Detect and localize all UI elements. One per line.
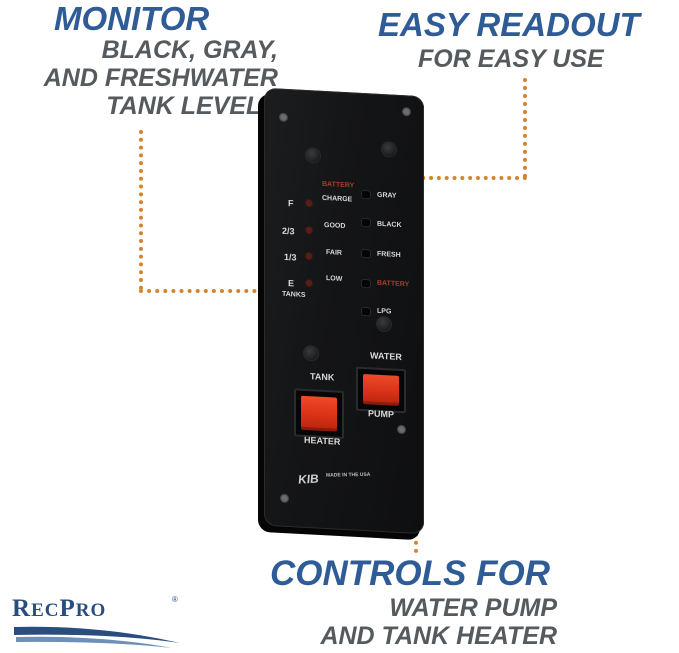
- tank-heater-top-label: TANK: [310, 371, 335, 383]
- mount-hole: [279, 112, 288, 123]
- mount-hole: [280, 493, 289, 504]
- recpro-letter: P: [59, 595, 76, 622]
- readout-line: FOR EASY USE: [418, 45, 604, 73]
- indicator-knob: [377, 316, 391, 332]
- recpro-wordmark: RECPRO: [12, 595, 106, 623]
- lpg-led: [362, 307, 370, 316]
- recpro-logo: RECPRO ®: [12, 595, 187, 650]
- controls-description: WATER PUMP AND TANK HEATER: [275, 594, 557, 650]
- water-pump-top-label: WATER: [370, 350, 402, 363]
- monitor-description: BLACK, GRAY, AND FRESHWATER TANK LEVELS: [6, 36, 278, 120]
- recpro-letter: R: [12, 595, 32, 622]
- lpg-label: LPG: [377, 307, 392, 316]
- battery-indicator-label: BATTERY: [377, 279, 410, 289]
- battery-header: BATTERY: [322, 180, 355, 190]
- fresh-tank-label: FRESH: [377, 250, 401, 259]
- monitor-leader-vertical: [139, 130, 143, 290]
- level-empty: E: [288, 278, 295, 289]
- battery-low-label: LOW: [326, 275, 343, 283]
- indicator-knob: [306, 148, 320, 163]
- controls-title: CONTROLS FOR: [270, 554, 550, 593]
- level-led: [306, 227, 312, 234]
- recpro-letters: EC: [31, 600, 60, 621]
- level-full: F: [288, 198, 294, 209]
- tank-heater-switch[interactable]: [294, 388, 344, 439]
- mount-hole: [402, 107, 411, 117]
- mount-hole: [397, 424, 406, 435]
- black-tank-led: [362, 218, 370, 227]
- monitor-line: TANK LEVELS: [106, 92, 278, 120]
- monitor-leader-horizontal: [139, 289, 289, 293]
- made-in-usa-label: MADE IN THE USA: [325, 471, 371, 479]
- gray-tank-label: GRAY: [377, 191, 397, 200]
- level-led: [306, 253, 312, 260]
- black-tank-label: BLACK: [377, 220, 402, 230]
- readout-leader-horizontal: [390, 176, 527, 180]
- kib-logo: KIB: [297, 471, 320, 487]
- panel-face: BATTERY F 2/3 1/3 E TANKS CHARGE GOOD FA…: [264, 87, 424, 535]
- level-led: [306, 280, 312, 287]
- level-two-thirds: 2/3: [282, 225, 295, 237]
- water-pump-rocker[interactable]: [363, 373, 399, 406]
- battery-charge-label: CHARGE: [322, 194, 353, 204]
- water-pump-switch[interactable]: [356, 366, 406, 414]
- level-one-third: 1/3: [284, 251, 297, 263]
- battery-led: [362, 279, 370, 288]
- indicator-knob: [382, 141, 396, 157]
- indicator-knob: [304, 345, 318, 361]
- monitor-line: AND FRESHWATER: [43, 64, 278, 92]
- monitor-line: BLACK, GRAY,: [101, 36, 278, 64]
- tank-heater-rocker[interactable]: [301, 395, 337, 432]
- monitor-title: MONITOR: [54, 0, 210, 37]
- tank-heater-bottom-label: HEATER: [304, 434, 341, 447]
- gray-tank-led: [362, 190, 370, 199]
- tanks-label: TANKS: [282, 290, 306, 299]
- water-pump-bottom-label: PUMP: [368, 408, 395, 420]
- battery-good-label: GOOD: [324, 221, 346, 231]
- readout-leader-vertical: [523, 78, 527, 178]
- fresh-tank-led: [362, 249, 370, 258]
- controls-line: WATER PUMP: [389, 594, 557, 622]
- monitor-panel: BATTERY F 2/3 1/3 E TANKS CHARGE GOOD FA…: [258, 87, 428, 541]
- battery-fair-label: FAIR: [326, 249, 342, 257]
- recpro-swoosh-icon: [14, 626, 180, 648]
- recpro-letters: RO: [75, 600, 107, 621]
- level-led: [306, 200, 312, 207]
- controls-line: AND TANK HEATER: [320, 622, 557, 650]
- readout-title: EASY READOUT: [378, 6, 640, 43]
- registered-mark: ®: [172, 595, 178, 604]
- readout-description: FOR EASY USE: [418, 45, 604, 73]
